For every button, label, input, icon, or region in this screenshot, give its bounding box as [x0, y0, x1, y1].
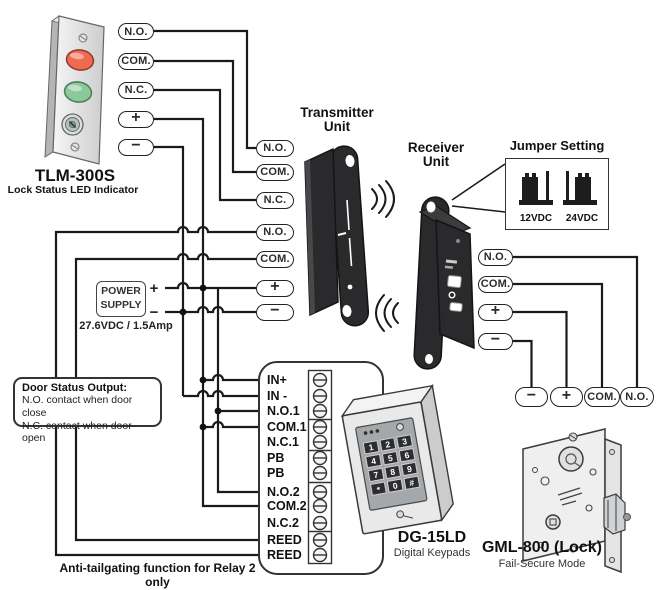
door-status-box: Door Status Output: N.O. contact when do… [13, 377, 162, 444]
door-status-title: Door Status Output: [22, 382, 128, 394]
power-terminal-plus: + [256, 279, 294, 297]
key-switch-icon [61, 113, 84, 136]
power-supply-minus-sign: − [149, 303, 159, 321]
terminal-label-nc1: N.C.1 [267, 435, 299, 449]
screw-terminal-icons [312, 372, 328, 563]
power-supply-rating: 27.6VDC / 1.5Amp [79, 320, 173, 332]
lock-image [522, 428, 631, 574]
relay2-terminal-no: N.O. [256, 223, 294, 241]
lock-model: GML-800 (Lock) [481, 539, 602, 556]
lock-wire-com: COM. [584, 387, 620, 407]
door-status-line1: N.O. contact when door close [22, 394, 133, 419]
tlm-terminal-minus: − [118, 138, 154, 156]
latch-bolt-icon [603, 493, 631, 535]
keypad-image: 1 2 3 4 5 6 7 8 9 * 0 # [340, 383, 454, 535]
keypad-keys: 1 2 3 4 5 6 7 8 9 * 0 # [362, 434, 421, 496]
terminal-label-in-plus: IN+ [267, 373, 287, 387]
power-supply-label-line2: SUPPLY [100, 299, 142, 311]
green-led-icon [63, 81, 93, 103]
terminal-label-no2: N.O.2 [267, 485, 300, 499]
tx-terminal-no: N.O. [256, 139, 294, 157]
keypad-caption: Digital Keypads [393, 547, 471, 559]
screw-icon [396, 423, 404, 431]
red-led-icon [65, 49, 95, 71]
jumper-option-12vdc: 12VDC [519, 213, 553, 224]
svg-text:7: 7 [373, 470, 380, 481]
door-status-line2: N.C. contact when door open [22, 419, 132, 445]
terminal-label-nc2: N.C.2 [267, 516, 299, 530]
terminal-screw-strip [307, 369, 333, 565]
rx-terminal-com: COM. [478, 275, 513, 293]
svg-text:3: 3 [401, 436, 408, 447]
receiver-title: Receiver [407, 140, 465, 155]
terminal-label-pb2: PB [267, 466, 285, 480]
svg-text:6: 6 [404, 450, 411, 461]
keypad-model: DG-15LD [397, 529, 467, 546]
svg-text:0: 0 [392, 480, 399, 491]
wires [54, 29, 639, 557]
jumper-callout [451, 163, 506, 213]
screw-icon [70, 33, 88, 152]
svg-text:5: 5 [387, 453, 394, 464]
tlm-300s-device-image [44, 14, 106, 165]
tx-terminal-com: COM. [256, 163, 294, 181]
svg-text:8: 8 [389, 467, 396, 478]
lock-wire-no: N.O. [620, 387, 654, 407]
tlm-terminal-nc: N.C. [118, 81, 154, 99]
rx-terminal-no: N.O. [478, 248, 513, 266]
terminal-label-in-minus: IN - [267, 389, 288, 403]
power-supply-label: POWER [101, 285, 141, 298]
terminal-label-com1: COM.1 [267, 420, 307, 434]
svg-text:4: 4 [370, 456, 377, 467]
keypad-led-icons [363, 429, 380, 435]
rx-terminal-plus: + [478, 303, 513, 321]
lock-wire-plus: + [550, 387, 583, 407]
relay2-terminal-com: COM. [256, 250, 294, 268]
svg-text:9: 9 [406, 464, 413, 475]
tlm-terminal-no: N.O. [118, 23, 154, 40]
receiver-unit-image [413, 196, 475, 370]
jumper-setting-box: 12VDC 24VDC [505, 158, 609, 230]
lock-wire-minus: − [515, 387, 548, 407]
lock-caption: Fail-Secure Mode [498, 558, 586, 570]
svg-text:*: * [376, 484, 382, 495]
svg-text:2: 2 [385, 439, 392, 450]
terminal-label-com2: COM.2 [267, 499, 307, 513]
screw-icon [396, 510, 405, 519]
terminal-label-reed2: REED [267, 548, 302, 562]
wire-junction-dots [179, 284, 222, 431]
lock-hub-icon [545, 514, 561, 530]
transmitter-title-line2: Unit [323, 119, 351, 134]
tlm-title: TLM-300S [34, 166, 116, 185]
power-supply-plus-sign: + [149, 279, 159, 297]
terminal-label-reed1: REED [267, 533, 302, 547]
power-supply-box: POWER SUPPLY [96, 281, 146, 317]
svg-text:#: # [409, 477, 416, 488]
receiver-title-line2: Unit [422, 154, 450, 169]
anti-tailgating-note: Anti-tailgating function for Relay 2 onl… [59, 561, 256, 589]
jumper-setting-title: Jumper Setting [509, 138, 605, 153]
power-terminal-minus: − [256, 303, 294, 321]
terminal-label-no1: N.O.1 [267, 404, 300, 418]
tx-terminal-nc: N.C. [256, 191, 294, 209]
tlm-subtitle: Lock Status LED Indicator [7, 184, 139, 196]
rx-terminal-minus: − [478, 332, 513, 350]
tlm-terminal-com: COM. [118, 52, 154, 70]
rf-waves-icon [371, 180, 399, 332]
jumper-option-24vdc: 24VDC [565, 213, 599, 224]
transmitter-unit-image [304, 145, 370, 327]
transmitter-title: Transmitter [300, 105, 374, 120]
tlm-terminal-plus: + [118, 110, 154, 128]
terminal-label-pb1: PB [267, 451, 285, 465]
svg-text:1: 1 [368, 442, 375, 453]
